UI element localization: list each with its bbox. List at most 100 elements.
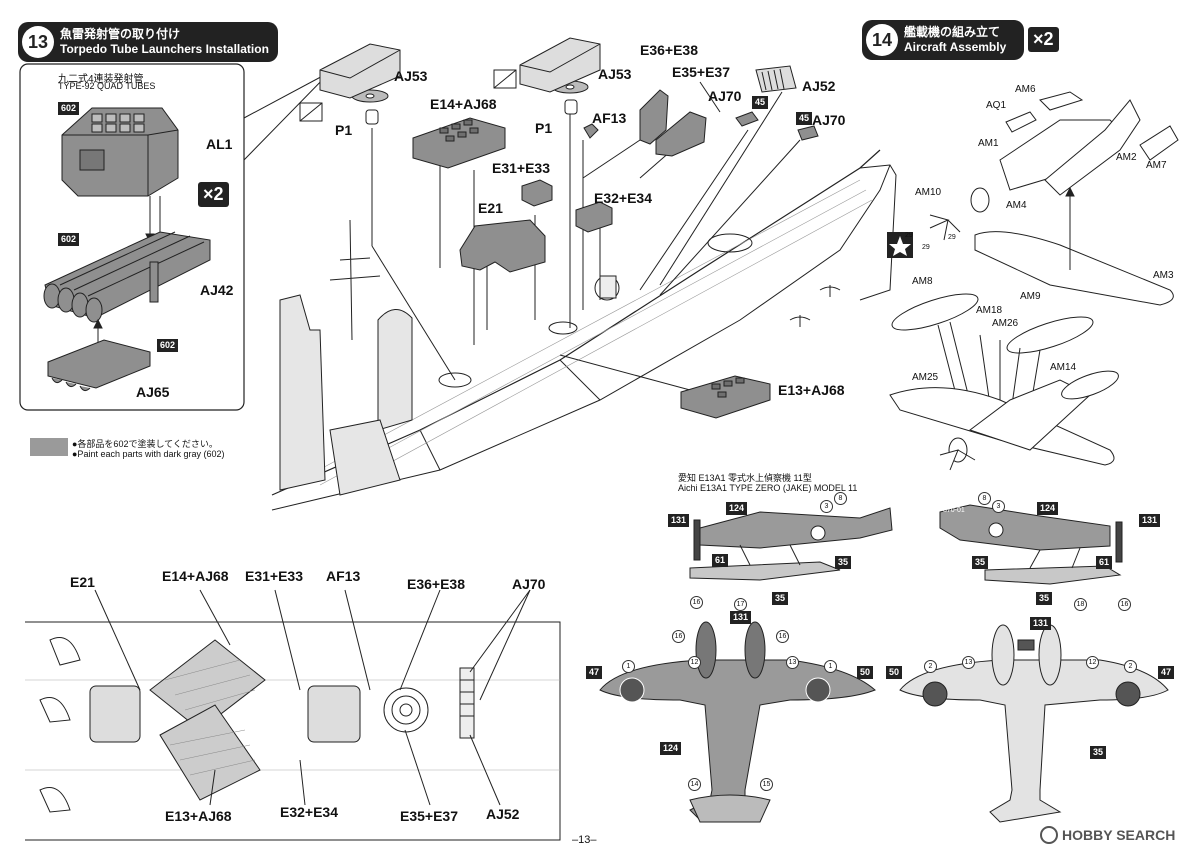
e35-e37-part [655, 111, 707, 157]
decal-1-a: 1 [622, 660, 635, 673]
aj52-part [755, 65, 797, 93]
label-am4: AM4 [1006, 200, 1027, 211]
am2-fuselage-right [1044, 99, 1141, 196]
step-13-header: 13 魚雷発射管の取り付け Torpedo Tube Launchers Ins… [18, 22, 278, 62]
decal-17: 17 [734, 598, 747, 611]
label-aj70-b: AJ70 [812, 112, 846, 128]
decal-2-a: 2 [924, 660, 937, 673]
plan-e13-aj68 [159, 704, 261, 801]
label-e21: E21 [478, 200, 503, 216]
decal-29-a: 29 [905, 232, 913, 239]
launcher-right [519, 37, 601, 93]
label-am25: AM25 [912, 372, 939, 383]
label-aq1: AQ1 [986, 100, 1007, 111]
am7-tail [1139, 125, 1179, 161]
brand-text: HOBBY SEARCH [1062, 827, 1176, 843]
e13-aj68-part [680, 375, 771, 419]
label-am8: AM8 [912, 276, 933, 287]
label-am18: AM18 [976, 305, 1003, 316]
decal-1-b: 1 [824, 660, 837, 673]
label-am7: AM7 [1146, 160, 1167, 171]
label-am2: AM2 [1116, 152, 1137, 163]
decal-8-a: 8 [834, 492, 847, 505]
decal-47-a: 47 [586, 666, 603, 679]
decal-35-d: 35 [1036, 592, 1053, 605]
decal-50-a: 50 [857, 666, 874, 679]
decal-131-b: 131 [1139, 514, 1161, 527]
label-aj52: AJ52 [802, 78, 836, 94]
decal-131-d: 131 [1030, 617, 1052, 630]
am4-cowling [970, 187, 990, 213]
label-aj65: AJ65 [136, 384, 170, 400]
decal-29-b: 29 [922, 244, 930, 251]
decal-2-b: 2 [1124, 660, 1137, 673]
step-14-header: 14 艦載機の組み立て Aircraft Assembly [862, 20, 1024, 60]
decal-29-c: 29 [948, 234, 956, 241]
aircraft-bottom-view [899, 624, 1169, 823]
plan-label-e36-e38: E36+E38 [407, 576, 465, 592]
plan-label-e21: E21 [70, 574, 95, 590]
inset-title-en: TYPE-92 QUAD TUBES [58, 81, 156, 91]
label-aj70-a: AJ70 [708, 88, 742, 104]
af13-part [583, 123, 599, 139]
step-13-number: 13 [22, 26, 54, 58]
code-45-b: 45 [796, 112, 813, 125]
aircraft-title-jp: 愛知 E13A1 零式水上偵察機 11型 [678, 473, 812, 483]
am3-wing [974, 231, 1174, 306]
decal-15: 15 [760, 778, 773, 791]
code-45-a: 45 [752, 96, 769, 109]
label-af13: AF13 [592, 110, 627, 126]
am9-float-right [1006, 316, 1094, 354]
label-p1-right: P1 [535, 120, 553, 136]
decal-8-b: 8 [978, 492, 991, 505]
color-602-aj65: 602 [157, 339, 179, 352]
plan-label-aj52: AJ52 [486, 806, 520, 822]
label-am9: AM9 [1020, 291, 1041, 302]
e36-e38-part [639, 89, 669, 145]
decal-35-a: 35 [835, 556, 852, 569]
decal-50-b: 50 [886, 666, 903, 679]
decal-35-c: 35 [972, 556, 989, 569]
p1-part-left [365, 109, 379, 125]
decal-16-a: 16 [690, 596, 703, 609]
decal-47-b: 47 [1158, 666, 1175, 679]
color-602-al1: 602 [58, 102, 80, 115]
paint-note-en: ●Paint each parts with dark gray (602) [72, 449, 225, 459]
decal-14: 14 [688, 778, 701, 791]
al1-part [61, 107, 179, 197]
plan-label-e14-aj68: E14+AJ68 [162, 568, 229, 584]
label-aj53-left: AJ53 [394, 68, 428, 84]
tail-code-left: 370-01 [852, 507, 874, 514]
label-am3: AM3 [1153, 270, 1174, 281]
label-am1: AM1 [978, 138, 999, 149]
brand-watermark: HOBBY SEARCH [1040, 826, 1175, 844]
e14-aj68-part [412, 117, 506, 169]
label-e13-aj68: E13+AJ68 [778, 382, 845, 398]
plan-label-e13-aj68: E13+AJ68 [165, 808, 232, 824]
aircraft-title-en: Aichi E13A1 TYPE ZERO (JAKE) MODEL 11 [678, 483, 858, 493]
decal-16-b: 16 [1118, 598, 1131, 611]
plan-label-e35-e37: E35+E37 [400, 808, 458, 824]
step-13-title-jp: 魚雷発射管の取り付け [60, 27, 181, 41]
aircraft-side-view-right [939, 504, 1123, 585]
aj65-part [47, 339, 151, 392]
aq1-part [1005, 111, 1037, 133]
tail-code-right: 370-01 [943, 507, 965, 514]
e32-e34-part [575, 201, 613, 233]
page-number: –13– [572, 834, 597, 846]
decal-13-b: 13 [962, 656, 975, 669]
am10-propeller [929, 214, 961, 241]
decal-3-a: 3 [820, 500, 833, 513]
color-602-aj42: 602 [58, 233, 80, 246]
p1-part-right [564, 99, 578, 115]
battleship-hull [271, 149, 897, 511]
label-aj42: AJ42 [200, 282, 234, 298]
inset-title-jp: 九二式4連装発射管 [58, 74, 144, 85]
label-am10: AM10 [915, 187, 942, 198]
label-aj53-right: AJ53 [598, 66, 632, 82]
e31-e33-part [521, 179, 553, 207]
step-14-number: 14 [866, 24, 898, 56]
aircraft-top-view [599, 621, 876, 823]
step-14-title-en: Aircraft Assembly [904, 40, 1007, 54]
